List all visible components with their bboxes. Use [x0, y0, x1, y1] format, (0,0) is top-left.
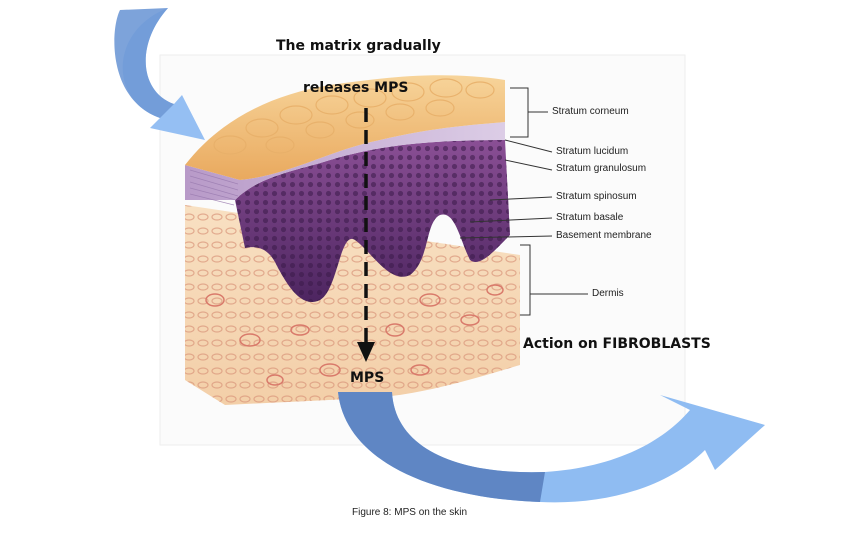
dermis-vessels — [205, 284, 504, 386]
label-dermis: Dermis — [592, 288, 624, 299]
stratum-corneum-top — [185, 75, 505, 180]
label-stratum-granulosum: Stratum granulosum — [556, 163, 647, 174]
mps-label: MPS — [350, 370, 385, 386]
figure-caption: Figure 8: MPS on the skin — [352, 507, 468, 518]
label-stratum-lucidum: Stratum lucidum — [556, 146, 629, 157]
matrix-release-text-line1: The matrix gradually — [276, 38, 441, 54]
matrix-release-text-line2: releases MPS — [303, 80, 409, 96]
label-brackets — [459, 87, 588, 316]
label-stratum-corneum: Stratum corneum — [552, 106, 629, 117]
action-on-fibroblasts-label: Action on FIBROBLASTS — [523, 336, 711, 352]
stratum-lucidum-band — [185, 122, 505, 200]
release-arrow-head — [357, 342, 375, 362]
label-stratum-basale: Stratum basale — [556, 212, 624, 223]
label-basement-membrane: Basement membrane — [556, 230, 652, 241]
label-stratum-spinosum: Stratum spinosum — [556, 191, 637, 202]
